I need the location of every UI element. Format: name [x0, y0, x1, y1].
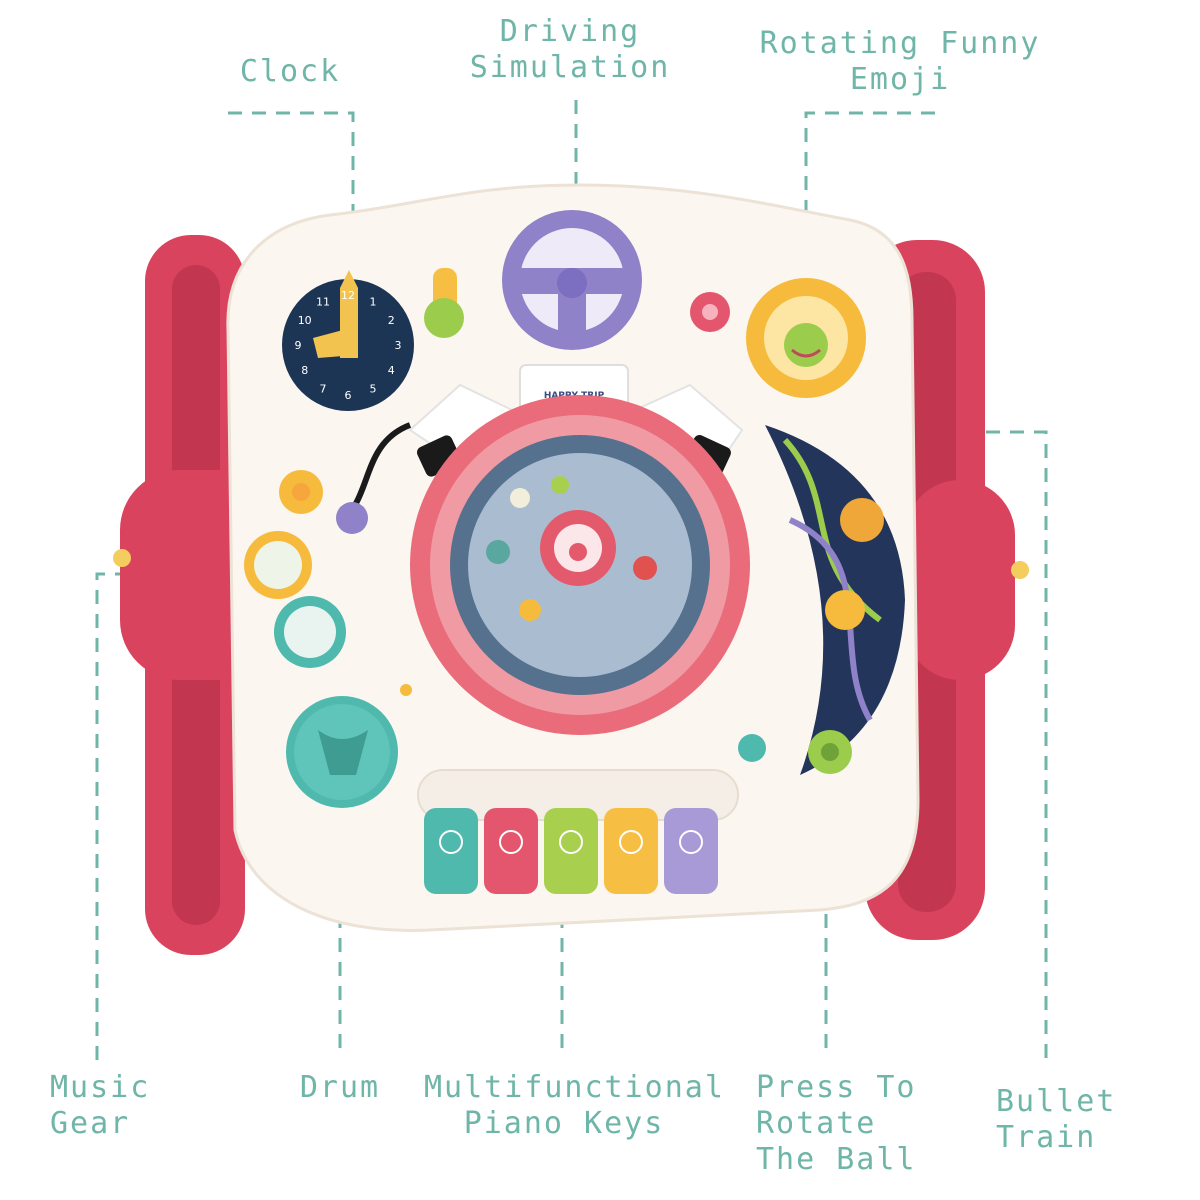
clock-number: 6: [345, 389, 352, 402]
frog-icon: [619, 830, 643, 854]
piano: [417, 769, 739, 894]
dog-icon: [499, 830, 523, 854]
bullet-train-leader: [658, 430, 1048, 1058]
clock-number: 1: [370, 296, 377, 309]
clock-number: 12: [341, 289, 355, 302]
label-piano-keys: Multifunctional Piano Keys: [424, 1070, 725, 1141]
bead-slider[interactable]: [336, 422, 412, 534]
clock-number: 2: [388, 314, 395, 327]
clock-number: 9: [295, 339, 302, 352]
label-driving-simulation: Driving Simulation: [469, 14, 671, 85]
piano-key[interactable]: [604, 808, 658, 894]
clock-number: 11: [316, 296, 330, 309]
drum-pad[interactable]: [286, 696, 398, 808]
label-rotating-emoji: Rotating Funny Emoji: [759, 26, 1041, 97]
clock-number: 10: [298, 314, 312, 327]
clock-number: 4: [388, 364, 395, 377]
piano-key[interactable]: [664, 808, 718, 894]
clock-number: 3: [395, 339, 402, 352]
clock-number: 7: [320, 382, 327, 395]
piano-key[interactable]: [424, 808, 478, 894]
music-gears[interactable]: [244, 470, 346, 668]
cat-icon: [439, 830, 463, 854]
label-music-gear: Music Gear: [50, 1070, 151, 1141]
ball-dome[interactable]: [410, 395, 750, 735]
lever-toy[interactable]: [424, 268, 464, 338]
flower-button-pink[interactable]: [690, 292, 730, 332]
label-press-ball: Press To Rotate The Ball: [756, 1070, 917, 1177]
piano-key[interactable]: [484, 808, 538, 894]
rotating-emoji[interactable]: [746, 278, 866, 398]
steering-wheel[interactable]: [502, 210, 642, 350]
bead-maze[interactable]: [765, 425, 905, 775]
piano-keys[interactable]: [424, 808, 718, 894]
clock-number: 8: [301, 364, 308, 377]
clock-number: 5: [370, 382, 377, 395]
label-bullet-train: Bullet Train: [996, 1084, 1117, 1155]
piano-key[interactable]: [544, 808, 598, 894]
emoji-leader: [804, 111, 935, 340]
lion-icon: [559, 830, 583, 854]
label-drum: Drum: [299, 1070, 381, 1105]
monkey-icon: [679, 830, 703, 854]
label-clock: Clock: [239, 54, 341, 89]
star-buttons[interactable]: [400, 684, 852, 774]
